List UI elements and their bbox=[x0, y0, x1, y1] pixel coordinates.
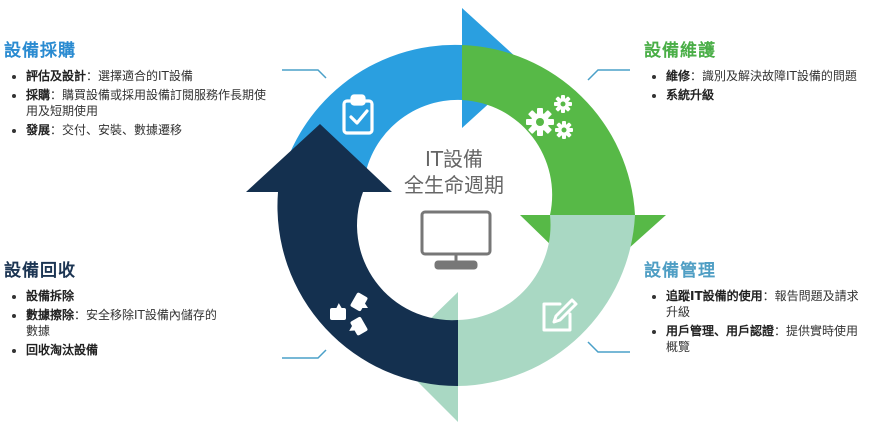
list-item: 回收淘汰設備 bbox=[26, 342, 224, 358]
panel-title-management: 設備管理 bbox=[644, 261, 716, 281]
segment-retirement bbox=[246, 124, 458, 387]
list-item: 發展：交付、安裝、數據遷移 bbox=[26, 122, 276, 138]
list-item: 數據擦除：安全移除IT設備內儲存的數據 bbox=[26, 307, 224, 339]
edit-pencil-icon bbox=[542, 298, 578, 332]
panel-title-maintenance: 設備維護 bbox=[644, 41, 716, 61]
panel-planning: 設備採購 評估及設計：選擇適合的IT設備 採購：購買設備或採用設備訂閱服務作長期… bbox=[4, 36, 276, 141]
panel-title-planning: 設備採購 bbox=[4, 41, 76, 61]
panel-maintenance: 設備維護 維修：識別及解決故障IT設備的問題 系統升級 bbox=[644, 36, 869, 106]
list-item: 採購：購買設備或採用設備訂閱服務作長期使用及短期使用 bbox=[26, 87, 276, 119]
list-item: 用戶管理、用戶認證：提供實時使用概覽 bbox=[666, 323, 869, 355]
clipboard-check-icon bbox=[342, 94, 374, 135]
connector-management bbox=[587, 341, 630, 353]
list-item: 評估及設計：選擇適合的IT設備 bbox=[26, 68, 276, 84]
gears-icon bbox=[526, 95, 573, 139]
connector-planning bbox=[282, 69, 327, 79]
panel-title-retirement: 設備回收 bbox=[4, 261, 76, 281]
list-item: 系統升級 bbox=[666, 87, 869, 103]
connector-retirement bbox=[282, 349, 327, 359]
list-item: 維修：識別及解決故障IT設備的問題 bbox=[666, 68, 869, 84]
center-title-line2: 全生命週期 bbox=[404, 173, 504, 197]
panel-list-management: 追蹤IT設備的使用：報告問題及請求升級 用戶管理、用戶認證：提供實時使用概覽 bbox=[644, 288, 869, 355]
list-item: 設備拆除 bbox=[26, 288, 224, 304]
list-item: 追蹤IT設備的使用：報告問題及請求升級 bbox=[666, 288, 869, 320]
panel-list-planning: 評估及設計：選擇適合的IT設備 採購：購買設備或採用設備訂閱服務作長期使用及短期… bbox=[4, 68, 276, 138]
panel-list-maintenance: 維修：識別及解決故障IT設備的問題 系統升級 bbox=[644, 68, 869, 103]
panel-management: 設備管理 追蹤IT設備的使用：報告問題及請求升級 用戶管理、用戶認證：提供實時使… bbox=[644, 256, 869, 358]
center-title-line1: IT設備 bbox=[425, 147, 483, 171]
panel-list-retirement: 設備拆除 數據擦除：安全移除IT設備內儲存的數據 回收淘汰設備 bbox=[4, 288, 224, 358]
recycle-icon bbox=[330, 292, 368, 336]
panel-retirement: 設備回收 設備拆除 數據擦除：安全移除IT設備內儲存的數據 回收淘汰設備 bbox=[4, 256, 224, 361]
connector-maintenance bbox=[587, 69, 630, 81]
monitor-icon bbox=[420, 210, 492, 270]
connector-lines bbox=[282, 69, 630, 359]
